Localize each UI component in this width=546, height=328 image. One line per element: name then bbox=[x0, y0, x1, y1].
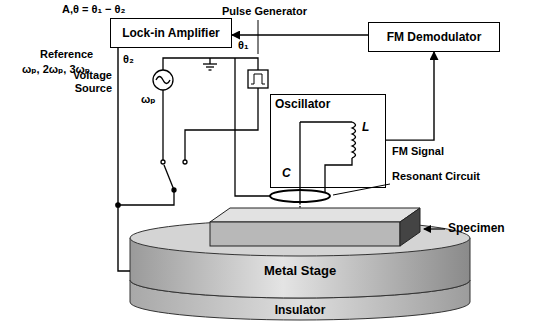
ring-electrode bbox=[270, 190, 330, 202]
frequency-label: ωₚ bbox=[141, 93, 156, 106]
specimen-front bbox=[210, 222, 400, 246]
pulse-wire bbox=[185, 88, 258, 160]
node-label: Lock-in Amplifier bbox=[122, 26, 220, 40]
insulator-region: Insulator bbox=[130, 302, 470, 317]
sine-wave bbox=[156, 77, 170, 84]
signal-connector bbox=[386, 52, 434, 140]
ground-bar bbox=[203, 63, 217, 64]
resonant-leader bbox=[333, 184, 390, 195]
voltage-source-symbol bbox=[153, 70, 173, 90]
pulse-shape bbox=[251, 74, 265, 84]
switch-contact bbox=[183, 160, 187, 164]
stage-region: Metal Stage bbox=[130, 262, 470, 280]
phase-label: θ₁ bbox=[238, 39, 249, 52]
node-label: FM Demodulator bbox=[387, 30, 482, 44]
signal-label: Reference bbox=[40, 48, 93, 61]
source-wire bbox=[162, 90, 163, 160]
switch-blade bbox=[164, 165, 174, 190]
signal-connector bbox=[232, 34, 368, 35]
phase-label: θ₂ bbox=[123, 53, 134, 66]
specimen-arrow bbox=[424, 228, 445, 229]
pulse-leader bbox=[258, 20, 259, 54]
part-label: Resonant Circuit bbox=[392, 170, 480, 183]
switch-contact bbox=[161, 160, 165, 164]
ring-ground-wire bbox=[235, 58, 270, 196]
ground-wire bbox=[163, 58, 258, 70]
part-label: Voltage Source bbox=[60, 69, 112, 95]
formula-label: A,θ = θ₁ − θ₂ bbox=[62, 3, 125, 16]
specimen-top bbox=[210, 208, 420, 222]
process-box: Lock-in Amplifier bbox=[110, 18, 232, 48]
node-label: Oscillator bbox=[275, 97, 330, 111]
ground-bar bbox=[206, 66, 214, 67]
specimen-side bbox=[400, 208, 420, 246]
signal-connector bbox=[118, 48, 130, 271]
ground-stem bbox=[209, 58, 210, 64]
part-label: Specimen bbox=[448, 222, 505, 235]
component-label: C bbox=[282, 167, 291, 180]
node-label: Insulator bbox=[275, 303, 326, 317]
coil-inductor bbox=[352, 122, 356, 158]
ground-bar bbox=[209, 69, 212, 70]
node-label: Metal Stage bbox=[264, 264, 336, 278]
signal-label: FM Signal bbox=[392, 145, 444, 158]
coil-wire-top bbox=[300, 121, 352, 122]
pulse-generator-symbol bbox=[248, 70, 268, 88]
process-box: FM Demodulator bbox=[368, 22, 500, 52]
capacitance-gap bbox=[299, 203, 300, 208]
switch-wire bbox=[118, 190, 174, 205]
coil-wire-bottom bbox=[325, 158, 352, 192]
part-label: Pulse Generator bbox=[222, 5, 307, 18]
component-label: L bbox=[362, 121, 369, 134]
